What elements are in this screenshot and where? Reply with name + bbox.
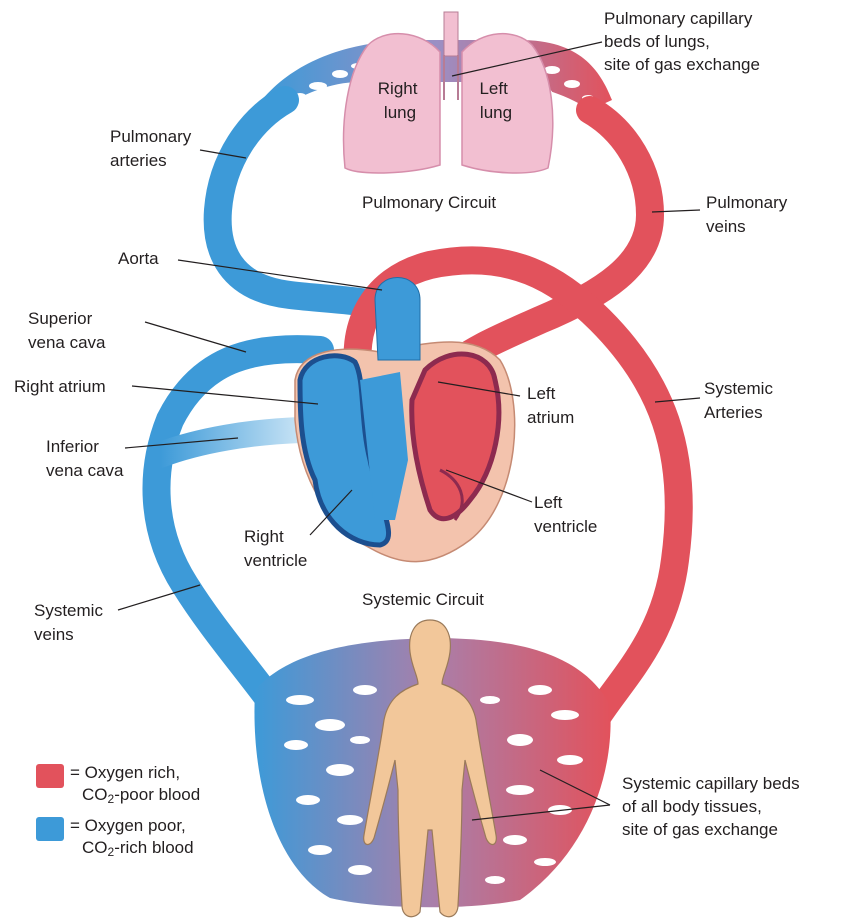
oxygen-poor-line2: CO2-rich blood <box>82 838 194 859</box>
oxygen-poor-line1: = Oxygen poor, <box>70 816 186 835</box>
superior-vena-cava-label: Superior vena cava <box>28 309 106 352</box>
pulmonary-arteries-label: Pulmonary arteries <box>110 127 196 170</box>
inferior-vena-cava-label: Inferior vena cava <box>46 437 124 480</box>
oxygen-poor-swatch <box>36 817 64 841</box>
aorta-label: Aorta <box>118 249 159 268</box>
human-body-figure <box>363 619 497 918</box>
legend-oxygen-poor: = Oxygen poor, CO2-rich blood <box>36 815 316 865</box>
oxygen-rich-text: = Oxygen rich, CO2-poor blood <box>70 762 200 810</box>
systemic-circuit-label: Systemic Circuit <box>362 590 484 609</box>
pulmonary-artery-tube <box>203 86 409 326</box>
pulmonary-capillary-label: Pulmonary capillary beds of lungs, site … <box>604 9 760 74</box>
left-atrium-label: Left atrium <box>527 384 574 427</box>
systemic-vein-tube <box>142 335 334 714</box>
right-atrium-label: Right atrium <box>14 377 106 396</box>
oxygen-rich-swatch <box>36 764 64 788</box>
leader-lines <box>117 41 701 821</box>
pulmonary-vein-tube <box>431 96 665 386</box>
inferior-vena-cava-tube <box>147 417 313 468</box>
lungs <box>342 11 554 174</box>
left-ventricle-label: Left ventricle <box>534 493 597 536</box>
right-ventricle-label: Right ventricle <box>244 527 307 570</box>
right-lung-label: Right lung <box>378 79 422 122</box>
oxygen-poor-text: = Oxygen poor, CO2-rich blood <box>70 815 194 863</box>
systemic-veins-label: Systemic veins <box>34 601 108 644</box>
systemic-arteries-label: Systemic Arteries <box>704 379 778 422</box>
legend-oxygen-rich: = Oxygen rich, CO2-poor blood <box>36 762 316 812</box>
oxygen-rich-line1: = Oxygen rich, <box>70 763 181 782</box>
left-lung-label: Left lung <box>479 79 512 122</box>
oxygen-rich-line2: CO2-poor blood <box>82 785 201 806</box>
pulmonary-circuit-label: Pulmonary Circuit <box>362 193 496 212</box>
pulmonary-veins-label: Pulmonary veins <box>706 193 792 236</box>
systemic-capillary-label: Systemic capillary beds of all body tiss… <box>622 774 804 839</box>
heart <box>294 277 516 563</box>
